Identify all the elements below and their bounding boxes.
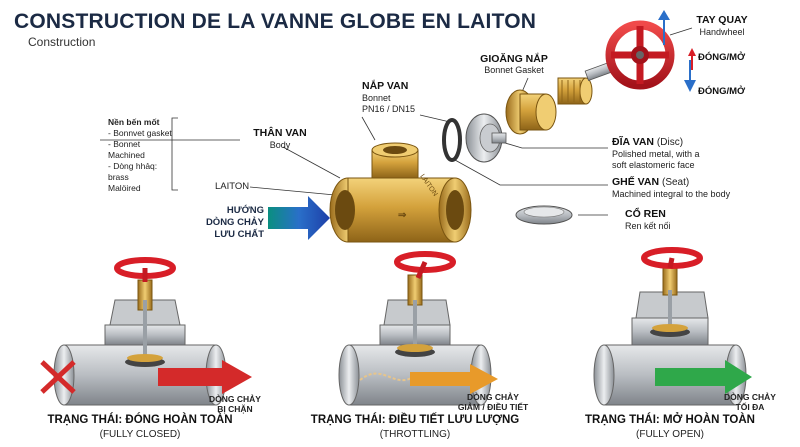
flow-direction-line3: LƯU CHẤT — [214, 229, 264, 240]
leader-bonnet — [361, 116, 376, 141]
disc-label: ĐĨA VAN (Disc) — [612, 136, 683, 149]
seat-desc: Machined integral to the body — [612, 189, 731, 199]
state-closed-title: TRẠNG THÁI: ĐÓNG HOÀN TOÀN — [47, 414, 233, 426]
state-closed-x-icon — [40, 360, 76, 394]
materials-note-line: - Dòng hhảq: — [108, 161, 158, 171]
state-open-flow-line1: DÒNG CHẢY — [724, 392, 776, 402]
bonnet-label: NẮP VAN — [362, 80, 409, 92]
page-subtitle: Construction — [28, 35, 96, 49]
leader-bonnet2 — [419, 114, 451, 123]
packing-nut — [557, 77, 593, 105]
disc-name: ĐĨA VAN — [612, 136, 654, 148]
seat-label: GHẾ VAN (Seat) — [612, 176, 689, 189]
handwheel-desc: Handwheel — [699, 27, 745, 37]
rotation-arrows — [658, 10, 696, 92]
materials-bracket — [171, 117, 178, 191]
materials-note-line: brass — [108, 172, 129, 182]
bonnet-desc: Bonnet — [362, 93, 391, 103]
gasket-ring — [442, 118, 462, 162]
handwheel-label: TAY QUAY — [696, 14, 748, 26]
state-throttling-title: TRẠNG THÁI: ĐIỀU TIẾT LƯU LƯỢNG — [310, 414, 520, 426]
state-closed-sub: (FULLY CLOSED) — [99, 429, 181, 440]
flow-direction-arrow — [268, 196, 330, 240]
materials-note-line: - Bonnet — [108, 139, 141, 149]
leader-laiton — [249, 186, 336, 196]
state-open-title: TRẠNG THÁI: MỞ HOÀN TOÀN — [585, 414, 755, 426]
state-open-sub: (FULLY OPEN) — [636, 429, 704, 440]
state-closed-flow-line2: BỊ CHẶN — [217, 404, 253, 414]
materials-note-line: Malöired — [108, 183, 141, 193]
flow-direction-line1: HƯỚNG — [226, 205, 264, 216]
disc-part — [465, 113, 507, 163]
thread-desc: Ren kết nối — [625, 221, 671, 231]
up-arrow-head — [658, 10, 670, 20]
state-throttling-flow-line1: DÒNG CHẢY — [467, 392, 519, 402]
open-close-top-label: ĐÓNG/MỞ — [698, 52, 746, 63]
materials-note-heading: Nền bến mốt — [108, 117, 160, 127]
state-throttling-arrow — [410, 364, 498, 394]
material-label: LAITON — [215, 181, 250, 192]
bonnet-part — [505, 89, 557, 135]
state-throttling-sub: (THROTTLING) — [379, 429, 451, 440]
leader-gasket — [521, 77, 529, 93]
leader-body — [282, 146, 341, 179]
thread-label: CỔ REN — [625, 208, 666, 220]
body-desc: Body — [269, 140, 291, 150]
state-open-arrow — [655, 360, 752, 394]
gasket-label: GIOĂNG NẮP — [480, 53, 548, 65]
disc-desc-1: Polished metal, with a — [612, 149, 700, 159]
leader-seat — [454, 159, 608, 186]
body-label: THÂN VAN — [253, 127, 307, 139]
gasket-desc: Bonnet Gasket — [484, 65, 544, 75]
state-closed-arrow — [158, 360, 252, 394]
leader-handwheel — [669, 27, 693, 36]
svg-text:⇒: ⇒ — [398, 210, 407, 221]
seat-suffix: (Seat) — [661, 177, 690, 188]
down-arrow-head — [684, 80, 696, 92]
leader-disc — [494, 139, 608, 149]
state-closed-valve — [53, 257, 227, 406]
bonnet-spec: PN16 / DN15 — [362, 104, 416, 114]
state-open-flow-line2: TỐI ĐA — [735, 402, 765, 412]
state-throttling-flow-line2: GIẢM / ĐIỀU TIẾT — [457, 402, 529, 412]
materials-note-line: Machined — [108, 150, 145, 160]
open-close-bottom-label: ĐÓNG/MỞ — [698, 86, 746, 97]
seat-name: GHẾ VAN — [612, 176, 660, 188]
thread-part — [515, 205, 573, 225]
handwheel-part — [605, 20, 675, 90]
valve-body: LAITON ⇒ — [329, 142, 472, 243]
flow-direction-line2: DÒNG CHẢY — [205, 217, 264, 228]
state-closed-flow-line1: DÒNG CHẢY — [209, 394, 261, 404]
materials-note-line: - Bonnvet gasket — [108, 128, 172, 138]
disc-suffix: (Disc) — [656, 137, 684, 148]
disc-desc-2: soft elastomeric face — [612, 160, 695, 170]
page-title: CONSTRUCTION DE LA VANNE GLOBE EN LAITON — [14, 10, 537, 33]
